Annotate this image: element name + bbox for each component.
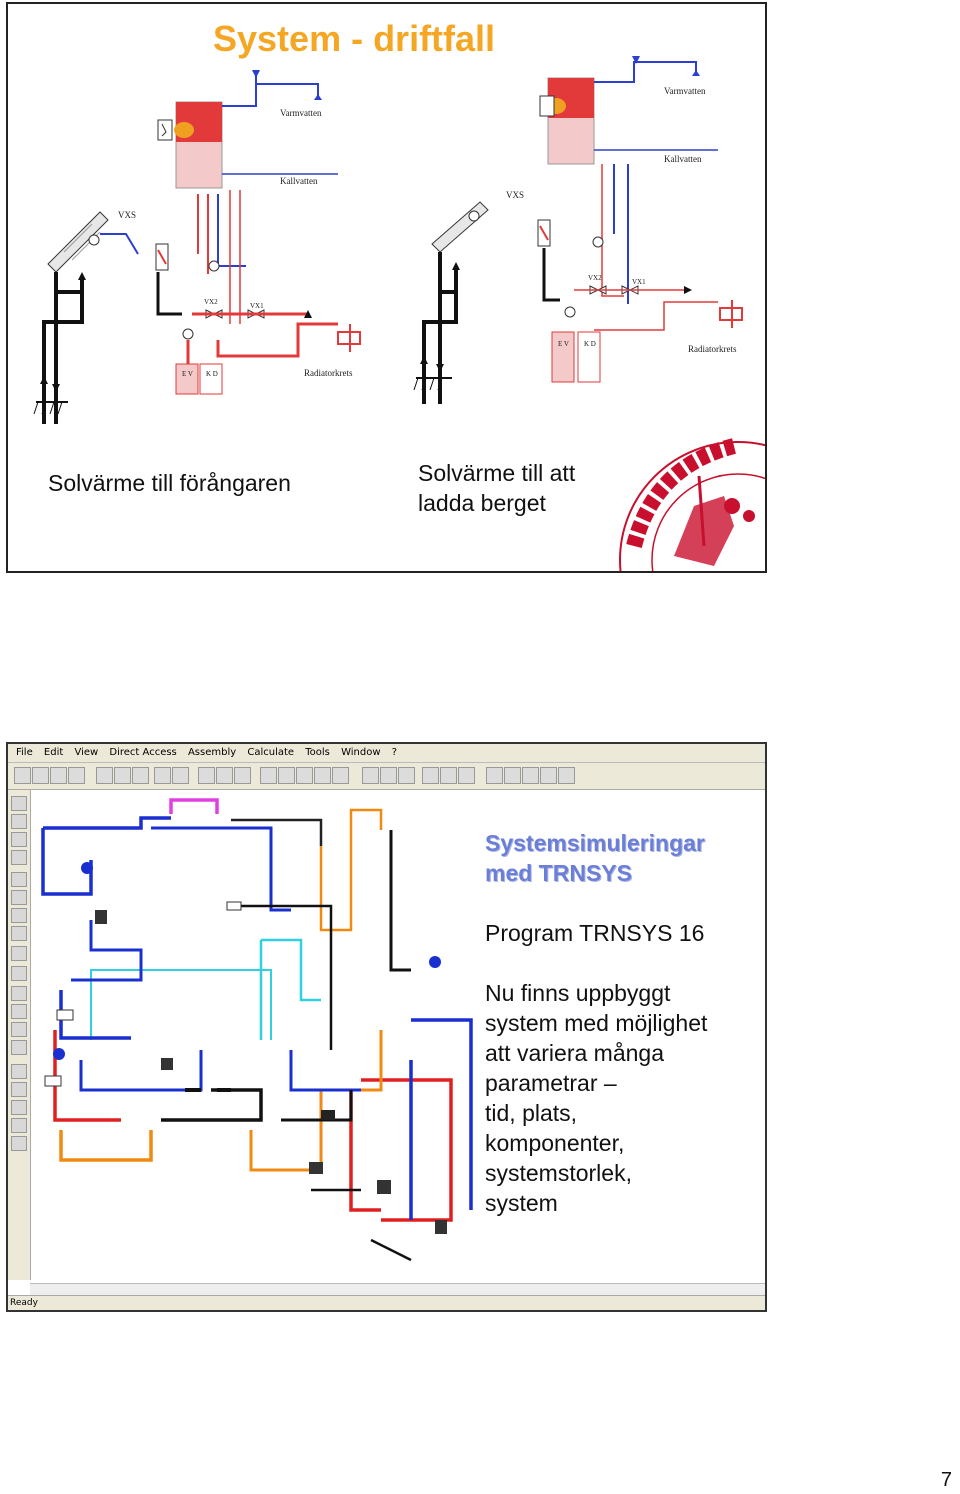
body-line-7: systemstorlek, (485, 1158, 632, 1188)
menu-view[interactable]: View (74, 744, 98, 762)
tool-c-icon[interactable] (296, 767, 313, 784)
end-icon[interactable] (11, 1136, 27, 1151)
forward-icon[interactable] (11, 1118, 27, 1133)
align-e-icon[interactable] (440, 767, 457, 784)
link-icon[interactable] (11, 908, 27, 923)
toolbar (8, 763, 765, 790)
copy-icon[interactable] (114, 767, 131, 784)
layout-d-icon[interactable] (540, 767, 557, 784)
layout-b-icon[interactable] (504, 767, 521, 784)
slide-heading-line1: Systemsimuleringar (485, 828, 705, 858)
right-caption-line2: ladda berget (418, 488, 546, 518)
svg-text:Kallvatten: Kallvatten (664, 154, 702, 164)
menu-direct-access[interactable]: Direct Access (109, 744, 176, 762)
delete-icon[interactable] (11, 872, 27, 887)
svg-text:VX1: VX1 (632, 278, 646, 286)
body-line-6: komponenter, (485, 1128, 624, 1158)
align-d-icon[interactable] (422, 767, 439, 784)
svg-text:Kallvatten: Kallvatten (280, 176, 318, 186)
grid-c-icon[interactable] (11, 1022, 27, 1037)
svg-text:E V: E V (182, 370, 193, 378)
step-icon[interactable] (11, 1100, 27, 1115)
new-file-icon[interactable] (14, 767, 31, 784)
menu-window[interactable]: Window (341, 744, 380, 762)
print-icon[interactable] (198, 767, 215, 784)
body-line-2: system med möjlighet (485, 1008, 707, 1038)
save-icon[interactable] (50, 767, 67, 784)
open-folder-icon[interactable] (32, 767, 49, 784)
svg-text:Radiatorkrets: Radiatorkrets (304, 368, 353, 378)
align-c-icon[interactable] (398, 767, 415, 784)
tool-d-icon[interactable] (314, 767, 331, 784)
doc-icon[interactable] (11, 1064, 27, 1079)
svg-text:VX1: VX1 (250, 302, 264, 310)
body-line-4: parametrar – (485, 1068, 617, 1098)
align-a-icon[interactable] (362, 767, 379, 784)
svg-text:E V: E V (558, 340, 569, 348)
page-number: 7 (941, 1469, 952, 1492)
right-system-diagram: Varmvatten Kallvatten VXS VX2 VX1 Radiat… (388, 4, 765, 424)
tool-e-icon[interactable] (332, 767, 349, 784)
zoom-fit-icon[interactable] (11, 850, 27, 865)
layout-a-icon[interactable] (486, 767, 503, 784)
svg-text:Varmvatten: Varmvatten (280, 108, 322, 118)
svg-text:VX2: VX2 (588, 274, 602, 282)
tool-b-icon[interactable] (278, 767, 295, 784)
status-text: Ready (10, 1298, 38, 1308)
align-b-icon[interactable] (380, 767, 397, 784)
menu-calculate[interactable]: Calculate (247, 744, 294, 762)
trnsys-network-diagram (31, 790, 486, 1280)
menu-tools[interactable]: Tools (305, 744, 330, 762)
left-system-diagram: Varmvatten Kallvatten VXS VX2 VX1 (8, 4, 388, 444)
slide-system-driftfall: System - driftfall Varmvatten Kallvatten… (6, 2, 767, 573)
body-line-5: tid, plats, (485, 1098, 577, 1128)
grid-d-icon[interactable] (11, 1040, 27, 1055)
svg-text:VX2: VX2 (204, 298, 218, 306)
simulation-studio-canvas (31, 790, 486, 1280)
hand-icon[interactable] (11, 814, 27, 829)
grid-b-icon[interactable] (11, 1004, 27, 1019)
university-seal-logo (614, 436, 765, 571)
menu-edit[interactable]: Edit (44, 744, 63, 762)
svg-text:K D: K D (206, 370, 218, 378)
zoom-icon[interactable] (11, 832, 27, 847)
grid-a-icon[interactable] (11, 986, 27, 1001)
run-icon[interactable] (11, 1082, 27, 1097)
cut-icon[interactable] (96, 767, 113, 784)
pointer-icon[interactable] (11, 796, 27, 811)
slide-heading-line2: med TRNSYS (485, 858, 632, 888)
check-icon[interactable] (234, 767, 251, 784)
undo-icon[interactable] (154, 767, 171, 784)
info-icon[interactable] (11, 890, 27, 905)
body-line-8: system (485, 1188, 558, 1218)
layout-c-icon[interactable] (522, 767, 539, 784)
slide-trnsys: File Edit View Direct Access Assembly Ca… (6, 742, 767, 1312)
status-bar: Ready (8, 1295, 765, 1310)
redo-icon[interactable] (172, 767, 189, 784)
side-toolbar (8, 790, 31, 1280)
body-line-3: att variera många (485, 1038, 664, 1068)
text-icon[interactable] (11, 966, 27, 981)
svg-text:K D: K D (584, 340, 596, 348)
left-caption: Solvärme till förångaren (48, 468, 291, 498)
svg-text:VXS: VXS (118, 210, 136, 220)
layout-e-icon[interactable] (558, 767, 575, 784)
svg-text:Varmvatten: Varmvatten (664, 86, 706, 96)
tool-a-icon[interactable] (260, 767, 277, 784)
body-line-1: Nu finns uppbyggt (485, 978, 670, 1008)
menu-file[interactable]: File (16, 744, 33, 762)
menu-help[interactable]: ? (392, 744, 397, 762)
print-preview-icon[interactable] (216, 767, 233, 784)
menu-assembly[interactable]: Assembly (188, 744, 236, 762)
save-all-icon[interactable] (68, 767, 85, 784)
paste-icon[interactable] (132, 767, 149, 784)
align-f-icon[interactable] (458, 767, 475, 784)
svg-text:Radiatorkrets: Radiatorkrets (688, 344, 737, 354)
pen-icon[interactable] (11, 926, 27, 941)
menu-bar: File Edit View Direct Access Assembly Ca… (8, 744, 765, 763)
program-line: Program TRNSYS 16 (485, 918, 704, 948)
connect-icon[interactable] (11, 946, 27, 961)
svg-text:VXS: VXS (506, 190, 524, 200)
right-caption-line1: Solvärme till att (418, 458, 575, 488)
